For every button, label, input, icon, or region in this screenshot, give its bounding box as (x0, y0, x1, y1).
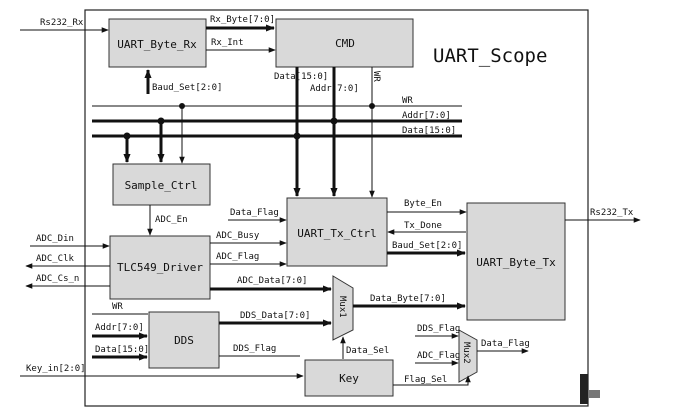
dds-wr-label: WR (112, 302, 123, 312)
dds-addr-label: Addr[7:0] (95, 323, 144, 333)
cmd-data-label: Data[15:0] (274, 72, 328, 82)
rs232-tx-label: Rs232_Tx (590, 208, 634, 218)
tlc549-driver-label: TLC549_Driver (117, 261, 203, 274)
rx-int-label: Rx_Int (211, 38, 244, 48)
cmd-label: CMD (335, 37, 355, 50)
mux1-block: Mux1 (332, 275, 354, 341)
key-block: Key (304, 359, 394, 397)
flag-sel-label: Flag_Sel (404, 375, 447, 385)
rx-byte-label: Rx_Byte[7:0] (210, 15, 275, 25)
adc-flag-label: ADC_Flag (216, 252, 259, 262)
uart-byte-rx-block: UART_Byte_Rx (108, 18, 207, 68)
uart-tx-ctrl-label: UART_Tx_Ctrl (297, 227, 376, 240)
junction-dot (369, 103, 375, 109)
dds-data-out-label: DDS_Data[7:0] (240, 311, 310, 321)
bus-addr-label: Addr[7:0] (402, 111, 451, 121)
corner-tab (588, 390, 600, 398)
adc-en-label: ADC_En (155, 215, 188, 225)
flag-sel-wire (393, 375, 471, 386)
dds-flag-label: DDS_Flag (233, 344, 276, 354)
key-in-label: Key_in[2:0] (26, 364, 86, 374)
bus-data-label: Data[15:0] (402, 126, 456, 136)
cmd-wr-label: WR (371, 71, 381, 82)
dds-block: DDS (148, 311, 220, 369)
junction-dot (330, 117, 338, 125)
uart-byte-tx-block: UART_Byte_Tx (466, 202, 566, 321)
tlc549-driver-block: TLC549_Driver (109, 235, 211, 300)
uart-tx-ctrl-block: UART_Tx_Ctrl (286, 197, 388, 267)
data-flag-label: Data_Flag (230, 208, 279, 218)
mux2-adc-flag-label: ADC_Flag (417, 351, 460, 361)
bus-wr-label: WR (402, 96, 413, 106)
baud-set-rx-label: Baud_Set[2:0] (152, 83, 222, 93)
sample-ctrl-block: Sample_Ctrl (112, 163, 211, 206)
sample-ctrl-label: Sample_Ctrl (125, 179, 198, 192)
mux2-dds-flag-label: DDS_Flag (417, 324, 460, 334)
dds-data-in-label: Data[15:0] (95, 345, 149, 355)
mux2-data-flag-label: Data_Flag (481, 339, 530, 349)
scope-title: UART_Scope (433, 45, 547, 67)
rs232-rx-label: Rs232_Rx (40, 18, 84, 28)
tx-done-label: Tx_Done (404, 221, 442, 231)
dds-label: DDS (174, 334, 194, 347)
baud-set-tx-label: Baud_Set[2:0] (392, 241, 462, 251)
uart-byte-rx-label: UART_Byte_Rx (117, 38, 197, 51)
adc-data-label: ADC_Data[7:0] (237, 276, 307, 286)
key-label: Key (339, 372, 359, 385)
adc-clk-label: ADC_Clk (36, 254, 75, 264)
junction-dot (293, 132, 301, 140)
data-sel-label: Data_Sel (346, 346, 389, 356)
mux2-block: Mux2 (458, 329, 478, 383)
adc-busy-label: ADC_Busy (216, 231, 260, 241)
uart-byte-tx-label: UART_Byte_Tx (476, 256, 556, 269)
corner-mark (580, 374, 588, 404)
mux2-label: Mux2 (461, 342, 471, 364)
adc-cs-n-label: ADC_Cs_n (36, 274, 79, 284)
byte-en-label: Byte_En (404, 199, 442, 209)
adc-din-label: ADC_Din (36, 234, 74, 244)
cmd-block: CMD (275, 18, 414, 68)
mux1-label: Mux1 (337, 296, 347, 318)
data-byte-label: Data_Byte[7:0] (370, 294, 446, 304)
